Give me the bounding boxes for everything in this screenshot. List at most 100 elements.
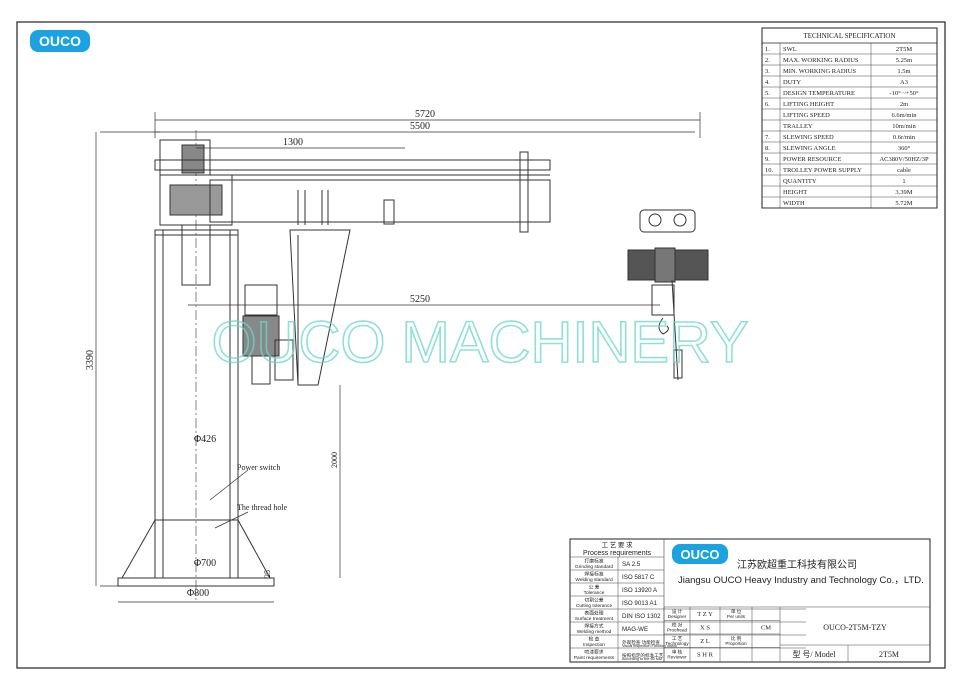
spec-row-item: POWER RESOURCE: [783, 156, 841, 163]
spec-row-value: 360°: [898, 145, 911, 152]
spec-row-item: DESIGN TEMPERATURE: [783, 90, 855, 97]
signoff-en: Technology: [665, 641, 689, 646]
svg-text:OUCO: OUCO: [39, 33, 81, 49]
spec-row-value: 5.72M: [895, 200, 912, 207]
dim-base-plate: 25: [263, 570, 272, 578]
spec-row-no: 6.: [765, 101, 770, 108]
spec-row-no: 9.: [765, 156, 770, 163]
signoff-cn: 设 计: [672, 608, 683, 615]
signoff-value2: CM: [761, 625, 771, 632]
spec-row-item: WIDTH: [783, 200, 805, 207]
process-row-cn: 检 查: [589, 636, 600, 643]
spec-row-item: HEIGHT: [783, 189, 807, 196]
watermark: OUCO MACHINERY: [211, 310, 748, 375]
drawing-number: OUCO-2T5M-TZY: [823, 623, 887, 632]
process-row-en: Tolerance: [584, 590, 605, 596]
process-row-value: SA 2.5: [622, 561, 641, 568]
spec-row-value: AC380V/50HZ/3P: [879, 156, 929, 163]
dim-base-outer: Φ800: [187, 588, 209, 599]
dim-trolley-offset: 1300: [283, 137, 303, 148]
process-row-value: ISO 5817 C: [622, 574, 655, 581]
signoff-cn: 审 核: [672, 649, 683, 656]
spec-row-no: 5.: [765, 90, 770, 97]
boom-bracket: [289, 229, 351, 386]
spec-title: TECHNICAL SPECIFICATION: [803, 32, 895, 40]
signoff-value: Z L: [700, 638, 710, 645]
signoff-en: Designer: [668, 614, 687, 619]
base-gusset-right: [237, 519, 271, 579]
process-row-value: 按照指定的标准工艺: [622, 652, 664, 659]
spec-row-item: TROLLEY POWER SUPPLY: [783, 167, 862, 174]
process-row-en: Cutting tolerance: [576, 603, 613, 609]
signoff-en: Proofread: [667, 628, 688, 633]
process-row7-en-value: Visual inspection Function check: [622, 644, 677, 648]
process-title-en: Process requirements: [583, 550, 652, 557]
process-row-cn: 公 差: [589, 584, 600, 591]
signoff-cn2: 比 例: [731, 635, 742, 642]
boom-top-flange: [154, 159, 551, 171]
spec-row-value: 6.6m/min: [891, 112, 917, 119]
process-row-value: 外观检查 功能检查: [622, 639, 660, 646]
label-thread-hole: The thread hole: [237, 503, 288, 512]
company-name-cn: 江苏欧超重工科技有限公司: [737, 558, 857, 571]
spec-row-item: SLEWING ANGLE: [783, 145, 836, 152]
spec-row-value: cable: [897, 167, 911, 174]
process-row-value: MAG-WE: [622, 626, 648, 633]
spec-row-value: 5.25m: [896, 57, 912, 64]
signoff-en2: Proportion: [725, 641, 747, 646]
spec-row-value: 2m: [900, 101, 908, 108]
signoff-value: S H R: [697, 652, 714, 659]
spec-row-value: 10m/min: [892, 123, 916, 130]
spec-row-item: QUANTITY: [783, 178, 817, 185]
spec-row-value: 0.6r/min: [893, 134, 916, 141]
process-row-cn: 喷漆要求: [584, 649, 603, 656]
signoff-value: X S: [700, 625, 710, 632]
dim-column-diameter: Φ426: [194, 434, 216, 445]
spec-row-item: MIN. WORKING RADIUS: [783, 68, 856, 75]
spec-row-value: 1: [902, 178, 905, 185]
process-row-cn: 焊接标准: [584, 571, 603, 578]
process-row-value: ISO 13920 A: [622, 587, 658, 594]
spec-row-no: 2.: [765, 57, 770, 64]
spec-row-item: LIFTING SPEED: [783, 112, 830, 119]
spec-row-value: 3.39M: [895, 189, 912, 196]
process-row-en: Grinding standard: [575, 564, 613, 570]
spec-row-value: 2T5M: [896, 46, 912, 53]
spec-row-item: LIFTING HEIGHT: [783, 101, 834, 108]
spec-row-no: 8.: [765, 145, 770, 152]
process-row8-en-value: According to the 60 MM: [622, 657, 662, 661]
signoff-value: T Z Y: [697, 611, 713, 618]
spec-row-item: SLEWING SPEED: [783, 134, 834, 141]
signoff-en2: Per units: [727, 614, 746, 619]
model-label: 型 号/ Model: [792, 650, 836, 659]
logo: OUCO: [30, 30, 90, 52]
company-logo: OUCO: [681, 547, 720, 562]
signoff-en: Reviewer: [667, 655, 687, 660]
process-row-cn: 表面处理: [584, 610, 603, 617]
spec-row-no: 7.: [765, 134, 770, 141]
process-row-en: Welding standard: [575, 577, 613, 583]
process-row-en: Inspection: [583, 642, 605, 648]
company-name-en: Jiangsu OUCO Heavy Industry and Technolo…: [678, 575, 924, 586]
spec-row-value: -10° ~+50°: [889, 90, 919, 97]
column: [154, 229, 239, 579]
signoff-cn: 工 艺: [672, 636, 683, 641]
dim-lift-height: 2000: [330, 452, 339, 468]
signoff-cn: 校 对: [672, 622, 683, 629]
process-row-en: Paint requirements: [574, 655, 615, 661]
process-row-en: Welding method: [577, 629, 612, 635]
process-row-value: DIN ISO 1302: [622, 613, 661, 620]
hook-block: [651, 284, 675, 316]
label-power-switch: Power switch: [237, 463, 280, 472]
dim-boom-length: 5500: [410, 121, 430, 132]
process-row-cn: 切割公差: [584, 597, 603, 604]
boom: [209, 179, 551, 223]
pendant: [673, 349, 683, 379]
spec-row-item: TRALLEY: [783, 123, 813, 130]
sheet-border: [16, 21, 946, 669]
slewing-motor: [244, 284, 278, 316]
process-title-cn: 工 艺 要 求: [602, 540, 633, 549]
signoff-cn2: 单 位: [731, 608, 742, 615]
